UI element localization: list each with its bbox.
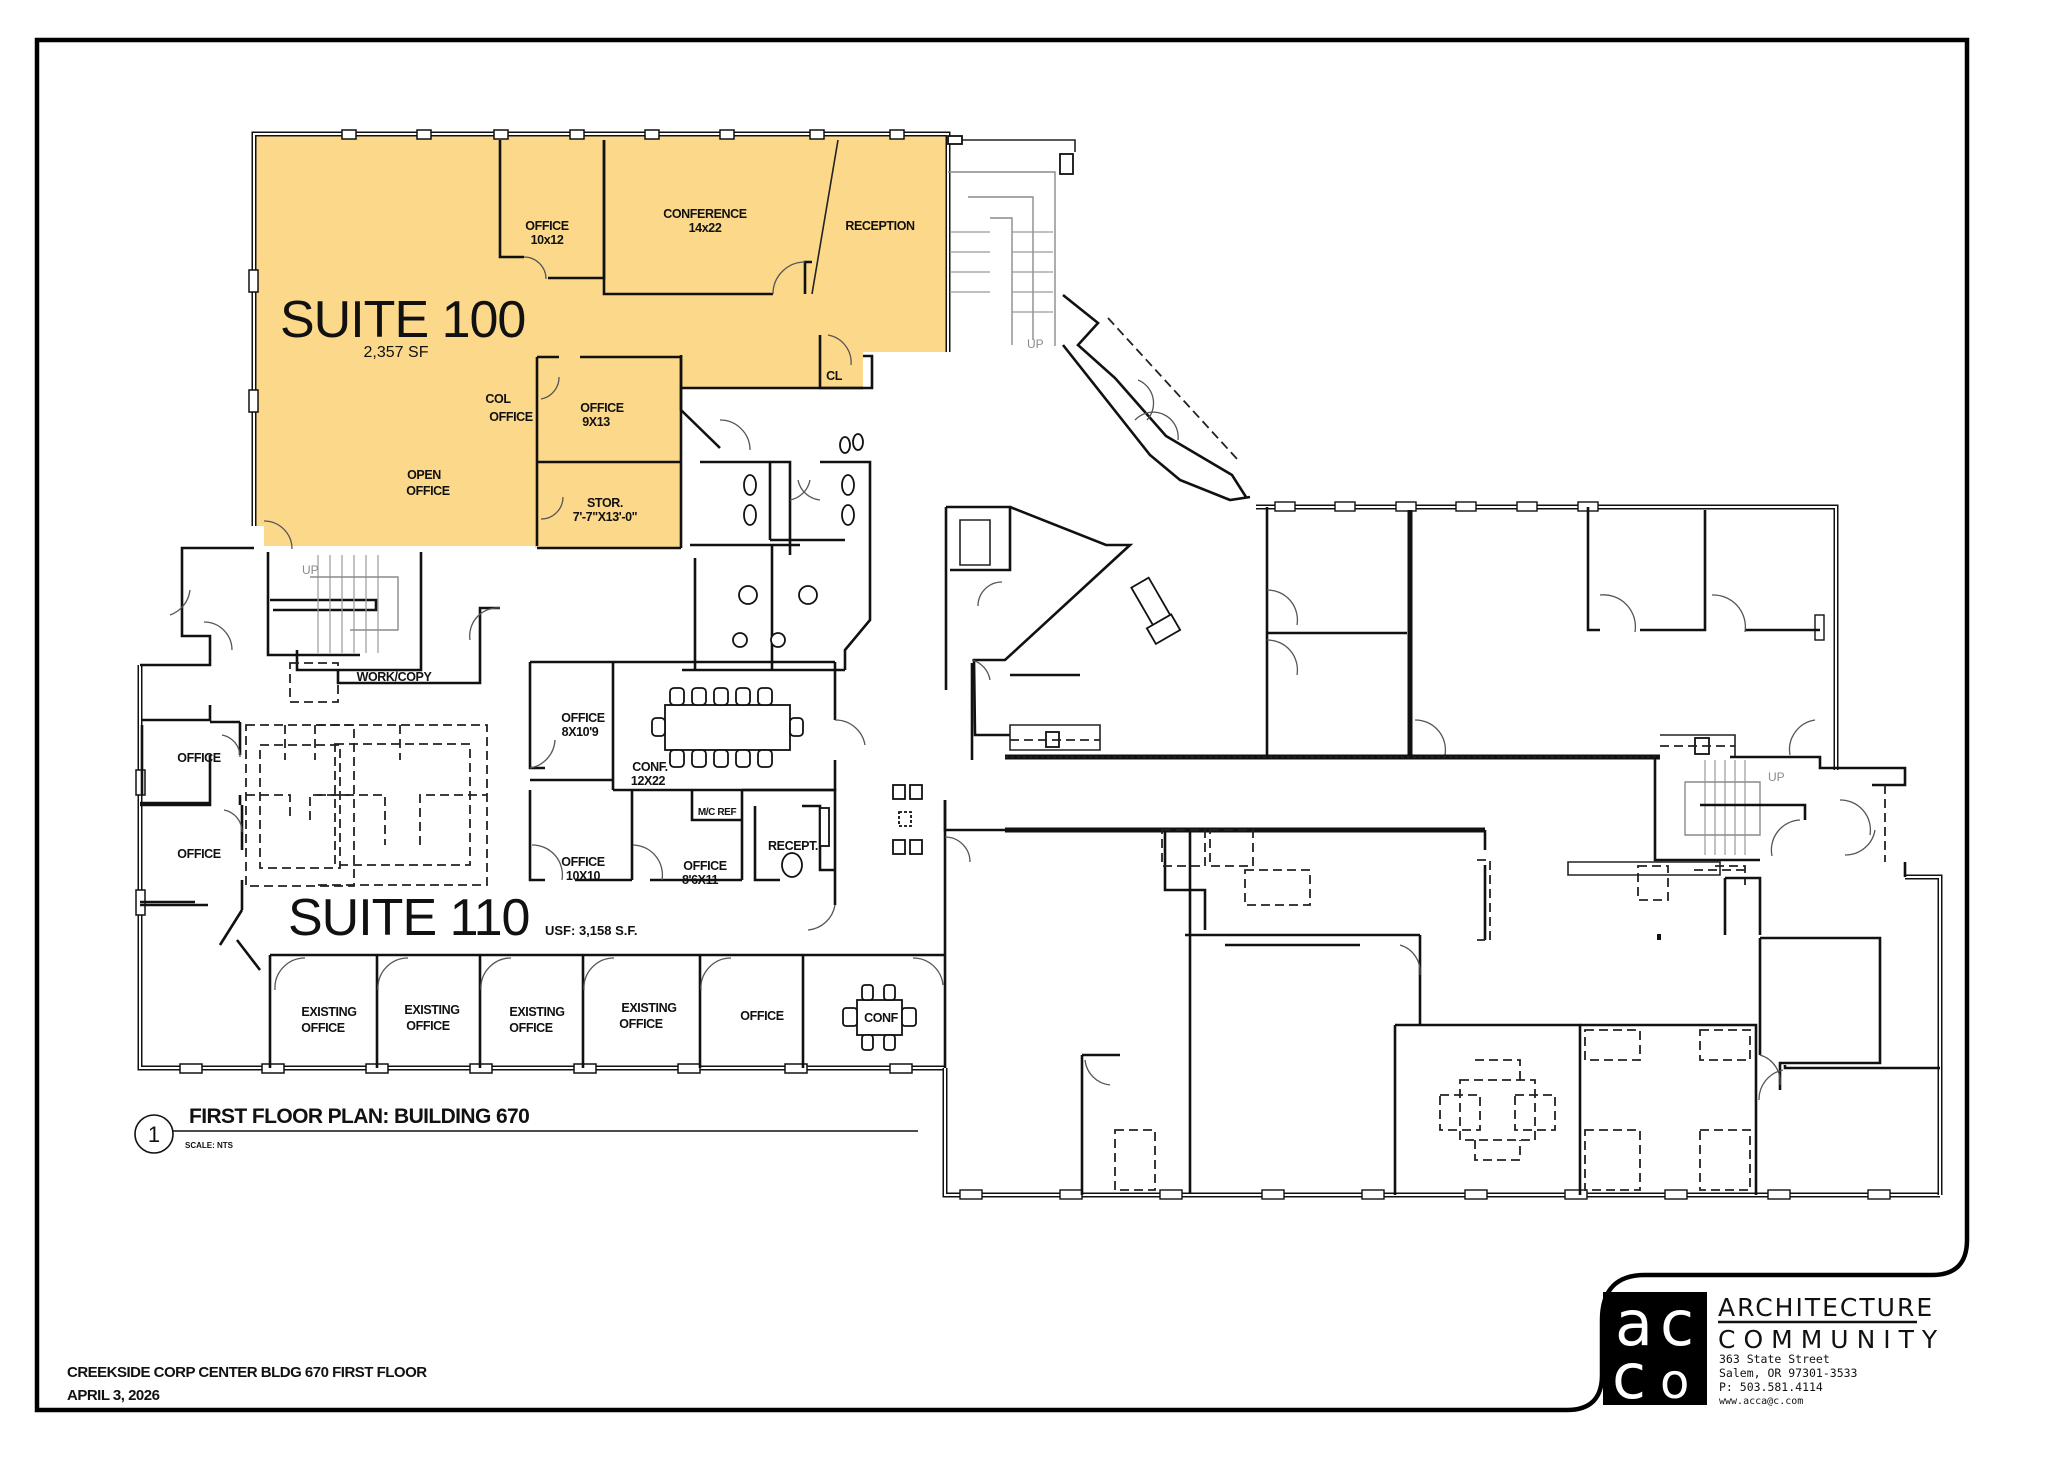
room-label-existing-office-2: EXISTING (404, 1003, 459, 1017)
room-label-conf-south: CONF (864, 1011, 899, 1025)
room-label-office-9x13: OFFICE (580, 401, 623, 415)
room-label-col: COL (485, 392, 511, 406)
room-label-storage: STOR. (587, 496, 623, 510)
room-label-office-10x10: OFFICE (561, 855, 604, 869)
room-size-office-10x12: 10x12 (531, 233, 564, 247)
firm-name-line2: COMMUNITY (1718, 1325, 1945, 1354)
suite-110-title: SUITE 110 (288, 889, 529, 947)
room-size-office-8x10: 8X10'9 (562, 725, 599, 739)
room-size-office-8x11: 8'6X11 (682, 873, 718, 887)
room-label-existing-office-4: EXISTING (621, 1001, 676, 1015)
room-label-existing-office-1b: OFFICE (301, 1021, 344, 1035)
room-label-office-10x12: OFFICE (525, 219, 568, 233)
room-label-conf-12x22: CONF. (632, 760, 668, 774)
room-size-storage: 7'-7"X13'-0" (573, 510, 638, 524)
room-label-office-south: OFFICE (740, 1009, 783, 1023)
room-label-open-office-2: OFFICE (406, 484, 449, 498)
room-label-existing-office-3b: OFFICE (509, 1021, 552, 1035)
firm-phone: P: 503.581.4114 (1719, 1380, 1823, 1394)
suite-100-area: 2,357 SF (364, 344, 429, 361)
room-label-office-west-1: OFFICE (177, 751, 220, 765)
room-label-existing-office-4b: OFFICE (619, 1017, 662, 1031)
callout-circle (134, 1114, 174, 1154)
room-label-recept: RECEPT. (768, 839, 818, 853)
logo-letter-o: o (1660, 1354, 1689, 1410)
firm-logo-block: a c c o ARCHITECTURE COMMUNITY 363 State… (1603, 1287, 1945, 1413)
plan-scale: SCALE: NTS (185, 1141, 234, 1150)
suite-100: OFFICE 10x12 CONFERENCE 14x22 RECEPTION … (248, 129, 951, 550)
room-label-existing-office-2b: OFFICE (406, 1019, 449, 1033)
room-label-office-8x11: OFFICE (683, 859, 726, 873)
room-size-conference: 14x22 (689, 221, 722, 235)
stair-up-label-north: UP (1027, 337, 1044, 351)
sheet-date: APRIL 3, 2026 (67, 1387, 160, 1404)
sheet-border (34, 37, 1970, 1413)
room-size-office-10x10: 10X10 (566, 869, 601, 883)
room-label-col-office: OFFICE (489, 410, 532, 424)
stair-up-label-west: UP (302, 563, 319, 577)
plan-title-block: 1 FIRST FLOOR PLAN: BUILDING 670 SCALE: … (134, 1105, 918, 1154)
east-wing: UP (942, 501, 1943, 1200)
room-label-reception: RECEPTION (845, 219, 915, 233)
room-label-office-8x10: OFFICE (561, 711, 604, 725)
suite-100-title: SUITE 100 (280, 291, 525, 349)
logo-letter-a: a (1615, 1287, 1653, 1360)
room-label-office-west-2: OFFICE (177, 847, 220, 861)
room-size-conf-12x22: 12X22 (631, 774, 666, 788)
suite-110: UP WORK/COPY OFFICE OFFICE (135, 546, 947, 1074)
project-name: CREEKSIDE CORP CENTER BLDG 670 FIRST FLO… (67, 1364, 427, 1381)
room-label-work-copy: WORK/COPY (357, 670, 433, 684)
logo-letter-c1: c (1660, 1287, 1694, 1360)
plan-title: FIRST FLOOR PLAN: BUILDING 670 (189, 1105, 529, 1128)
restrooms (679, 388, 872, 672)
logo-letter-c2: c (1612, 1340, 1646, 1413)
room-label-closet: CL (826, 369, 843, 383)
window-mullions (248, 129, 905, 413)
logo-square (1603, 1292, 1707, 1405)
suite-110-area: USF: 3,158 S.F. (545, 923, 637, 938)
room-label-mw-ref: M/C REF (698, 807, 737, 818)
stair-up-label-east: UP (1768, 770, 1785, 784)
room-size-office-9x13: 9X13 (582, 415, 610, 429)
room-label-open-office: OPEN (407, 468, 441, 482)
room-label-conference: CONFERENCE (663, 207, 747, 221)
suite-100-fill (254, 134, 948, 548)
callout-number: 1 (148, 1122, 160, 1147)
firm-website: www.acca@c.com (1719, 1396, 1803, 1407)
firm-address-2: Salem, OR 97301-3533 (1719, 1366, 1858, 1380)
room-label-existing-office-1: EXISTING (301, 1005, 356, 1019)
north-stair: UP (947, 135, 1251, 502)
room-label-existing-office-3: EXISTING (509, 1005, 564, 1019)
firm-name-line1: ARCHITECTURE (1718, 1293, 1934, 1322)
firm-address-1: 363 State Street (1719, 1352, 1830, 1366)
